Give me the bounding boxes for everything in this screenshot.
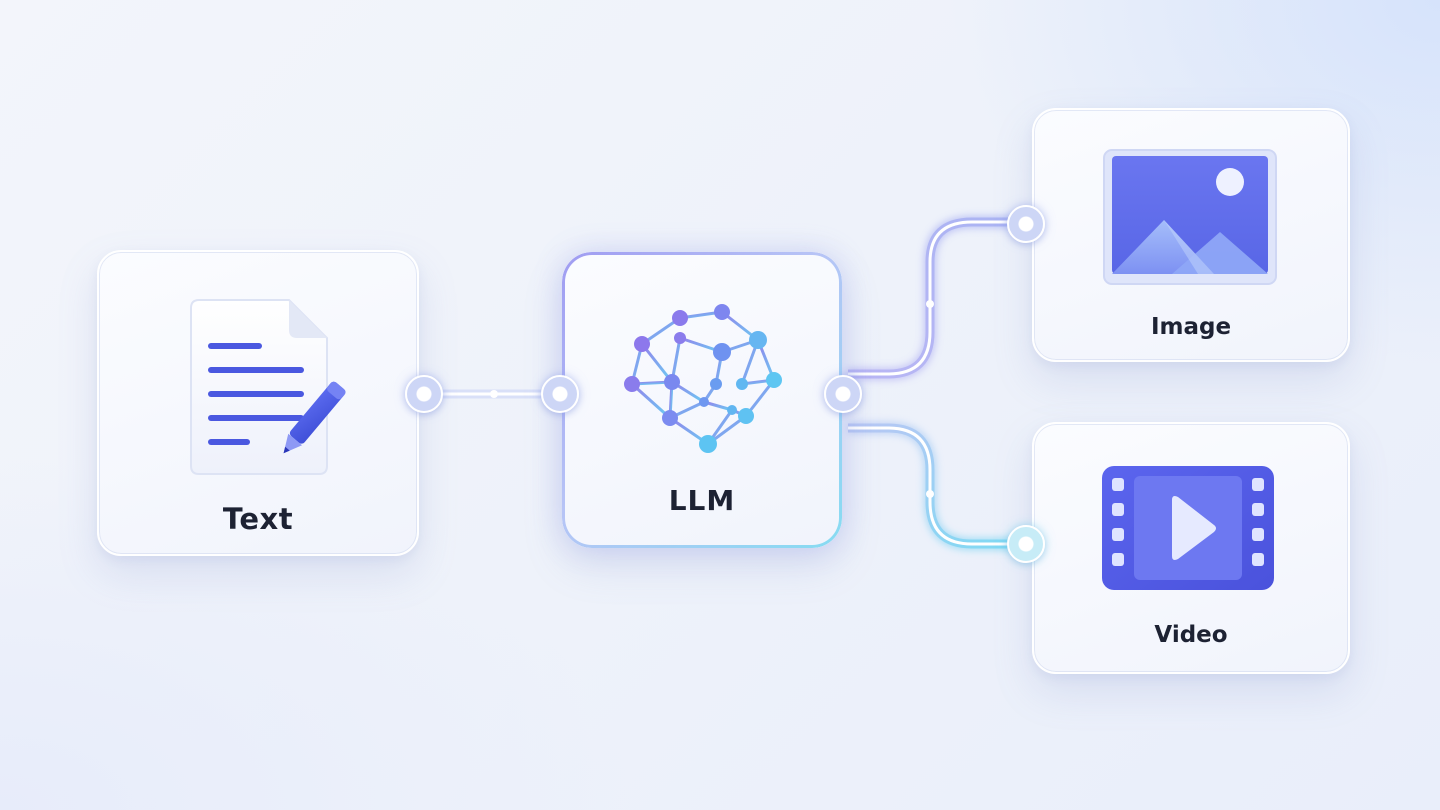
- image-landscape-icon: [1103, 149, 1277, 285]
- node-label-video: Video: [1154, 622, 1228, 648]
- node-video[interactable]: Video: [1032, 422, 1350, 674]
- port-llm-out[interactable]: [824, 375, 862, 413]
- edge-llm-video: [848, 422, 1024, 550]
- node-label-llm: LLM: [668, 484, 736, 517]
- node-label-text: Text: [222, 502, 294, 536]
- port-llm-in[interactable]: [541, 375, 579, 413]
- edge-text-llm: [419, 388, 565, 400]
- neural-network-icon: [624, 304, 782, 453]
- port-text-out[interactable]: [405, 375, 443, 413]
- video-film-icon: [1102, 466, 1274, 590]
- document-pencil-icon: [190, 299, 346, 475]
- node-text[interactable]: Text: [97, 250, 419, 556]
- node-image[interactable]: Image: [1032, 108, 1350, 362]
- port-image-in[interactable]: [1007, 205, 1045, 243]
- node-llm[interactable]: LLM: [562, 252, 842, 548]
- edge-llm-image: [848, 216, 1024, 380]
- node-label-image: Image: [1150, 314, 1232, 340]
- port-video-in[interactable]: [1007, 525, 1045, 563]
